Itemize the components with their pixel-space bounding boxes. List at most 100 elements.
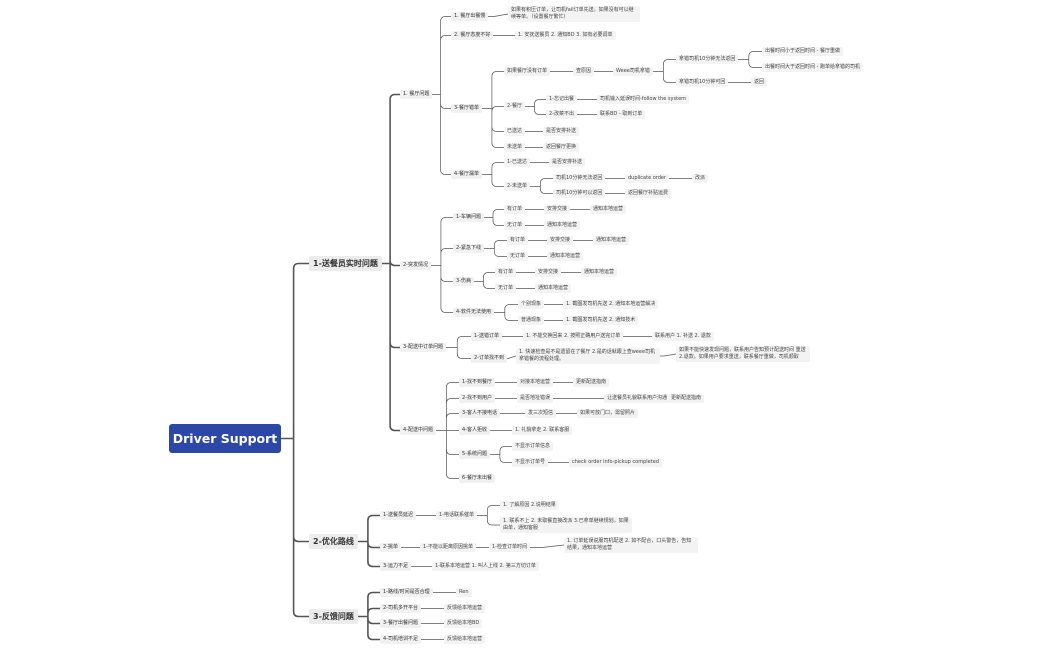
missing-items[interactable]: 4-餐厅漏单 — [451, 170, 482, 179]
vehicle-notify-2: 通知本地运营 — [544, 221, 581, 230]
multi-platform[interactable]: 2-司机多开平台 — [380, 604, 421, 613]
connector-check-order-time — [530, 544, 565, 548]
driver-cannot-return: 拿错司机10分钟无法返回 — [676, 55, 739, 64]
feedback-ops-1: 反馈给本地运营 — [444, 604, 486, 613]
injury-has-order: 有订单 — [495, 268, 517, 277]
driver-late[interactable]: 1-送餐员延迟 — [380, 511, 416, 520]
route-time-check[interactable]: 1-路线/时间是否合理 — [380, 588, 433, 597]
vehicle-handover: 安排交接 — [544, 205, 571, 214]
feedback-ops-2: 反馈给本地运营 — [444, 635, 486, 644]
bad-attitude[interactable]: 2. 餐厅态度不好 — [451, 31, 494, 40]
check-order-time: 1-检查订单时间 — [489, 543, 530, 552]
return-note: 返回 — [751, 78, 768, 87]
no-distance-picking: 1-不能以距离原因挑单 — [420, 543, 476, 552]
vehicle-issue[interactable]: 1-车辆问题 — [453, 213, 484, 222]
connector-missing-items — [482, 162, 504, 187]
connector-order-missing-a — [660, 353, 677, 357]
subsidy-note: 返回餐厅补贴运费 — [625, 189, 672, 198]
reassign-note: 出餐时间大于返回时间 - 跑单给拿错的司机 — [762, 63, 863, 72]
leave-at-door: 如果可放门口，需留照片 — [577, 409, 639, 418]
single-case-action: 1. 截图发司机先送 2. 通知本地运营解决 — [563, 300, 659, 309]
missing-not-delivered[interactable]: 2-未送单 — [504, 182, 530, 191]
send-sms: 发三次短信 — [525, 409, 557, 418]
order-missing-b: 如果不能快速发现问题，联系用户告知预计配送时间 重送2.退款。如果用户要求重送，… — [676, 346, 810, 362]
connector-root-node — [281, 262, 309, 618]
branch-feedback-issues[interactable]: 3-反馈问题 — [309, 609, 358, 624]
no-order-at-restaurant[interactable]: 如果餐厅没有订单 — [504, 67, 551, 76]
wrong-delivery[interactable]: 1-送错订单 — [471, 332, 502, 341]
missing-resend-check: 是否安排补送 — [549, 158, 586, 167]
connector-branch-feedback-issues — [358, 591, 380, 641]
contact-ops-capacity: 1-联系本地运营 1. 叫人上线 2. 第三方切订单 — [432, 562, 539, 571]
can-return-10min: 司机10分钟可以返回 — [553, 189, 606, 198]
delivered-wrong[interactable]: 已送达 — [504, 127, 526, 136]
resend-check: 是否安排补送 — [543, 127, 580, 136]
order-missing[interactable]: 2-订单找不到 — [471, 354, 507, 363]
contact-bd-note: 联系BD - 取到订单 — [597, 110, 646, 119]
software-failure[interactable]: 4-软件无法使用 — [453, 308, 494, 317]
single-case: 个别现象 — [518, 300, 545, 309]
offline-no-order: 无订单 — [507, 252, 529, 261]
branch-realtime-issues[interactable]: 1-送餐员实时问题 — [309, 256, 382, 271]
call-driver: 1-电话联系催单 — [436, 511, 477, 520]
capacity-shortage[interactable]: 3-运力不足 — [380, 562, 411, 571]
training-shortage[interactable]: 4-司机培训不足 — [380, 635, 421, 644]
update-guide-2: 更新配送指南 — [668, 394, 705, 403]
missing-delivered[interactable]: 1-已送达 — [504, 158, 530, 167]
refused-action: 1. 礼貌拿走 2. 联系客服 — [512, 426, 573, 435]
branch-optimize-route[interactable]: 2-优化路线 — [309, 534, 358, 549]
connector-group-order-issues — [446, 336, 471, 359]
bad-attitude-note: 1. 安抚送餐员 2. 通知BD 3. 如有必要调单 — [515, 31, 616, 40]
customer-refused[interactable]: 4-客人拒收 — [459, 426, 490, 435]
connector-emergency-offline — [484, 240, 507, 257]
update-guide-1: 更新配送指南 — [573, 378, 610, 387]
contact-local-ops: 对接本地运营 — [517, 378, 554, 387]
forgot-to-cook: 1-忘记出餐 — [546, 95, 577, 104]
injury-handover: 安排交接 — [535, 268, 562, 277]
vehicle-has-order: 有订单 — [504, 205, 526, 214]
system-issue[interactable]: 5-系统问题 — [459, 450, 490, 459]
connector-wrong-order — [482, 71, 504, 148]
restaurant-not-ready[interactable]: 6-餐厅未出餐 — [459, 474, 495, 483]
offline-has-order: 有订单 — [507, 236, 529, 245]
group-restaurant-issues[interactable]: 1. 餐厅问题 — [400, 90, 433, 99]
delay-time-note: 司机输入延误时间-follow the system — [597, 95, 690, 104]
injury-notify-1: 通知本地运营 — [581, 268, 618, 277]
driver-can-return: 拿错司机10分钟可回 — [676, 78, 729, 87]
connector-missing-not-delivered — [530, 178, 553, 194]
slow-cooking[interactable]: 1. 餐厅出餐慢 — [451, 12, 489, 21]
cherry-picking[interactable]: 2-挑单 — [380, 543, 401, 552]
slow-cooking-note: 如果有积压订单，让司机fail订单先送。如果没有可以继续等单。（设置餐厅繁忙） — [508, 6, 640, 22]
group-order-issues[interactable]: 3-配送中订单问题 — [400, 343, 446, 352]
vehicle-notify-1: 通知本地运营 — [590, 205, 627, 214]
not-delivered-wrong[interactable]: 未送单 — [504, 143, 526, 152]
connector-weee-driver-wrong — [653, 59, 676, 83]
check-reason: 查原因 — [573, 67, 595, 76]
connector-branch-realtime-issues — [382, 93, 400, 432]
reassign: 改派 — [692, 174, 709, 183]
no-answer[interactable]: 3-客人不接电话 — [459, 409, 500, 418]
group-delivery-issues[interactable]: 4-配送中问题 — [400, 426, 436, 435]
offline-notify-1: 通知本地运营 — [593, 236, 630, 245]
connector-system-issue — [490, 446, 512, 463]
connector-slow-cooking — [488, 13, 509, 17]
injury[interactable]: 3-伤病 — [453, 277, 474, 286]
cannot-find-user[interactable]: 2-找不到用户 — [459, 394, 495, 403]
injury-notify-2: 通知本地运营 — [535, 284, 572, 293]
offline-notify-2: 通知本地运营 — [547, 252, 584, 261]
group-emergency[interactable]: 2-突发情况 — [400, 261, 431, 270]
restaurant-side[interactable]: 2-餐厅 — [504, 102, 525, 111]
restaurant-cooking-issue[interactable]: 3-餐厅出餐问题 — [380, 619, 421, 628]
vehicle-no-order: 无订单 — [504, 221, 526, 230]
connector-vehicle-issue — [484, 209, 504, 226]
connector-order-missing — [507, 355, 517, 359]
address-wrong: 是否地址错误 — [517, 394, 554, 403]
late-case-2: 1. 联系不上 2. 未取餐直接改派 3.已拿单继续规划。如果由单，通知客服 — [500, 517, 632, 533]
cannot-find-restaurant[interactable]: 1-找不到餐厅 — [459, 378, 495, 387]
connector-group-restaurant-issues — [432, 16, 451, 175]
wrong-order[interactable]: 3-餐厅错单 — [451, 104, 482, 113]
injury-no-order: 无订单 — [495, 284, 517, 293]
root-node[interactable]: Driver Support — [169, 424, 281, 453]
late-case-1: 1. 了解原因 2.说明结果 — [500, 501, 559, 510]
emergency-offline[interactable]: 2-紧急下线 — [453, 244, 484, 253]
